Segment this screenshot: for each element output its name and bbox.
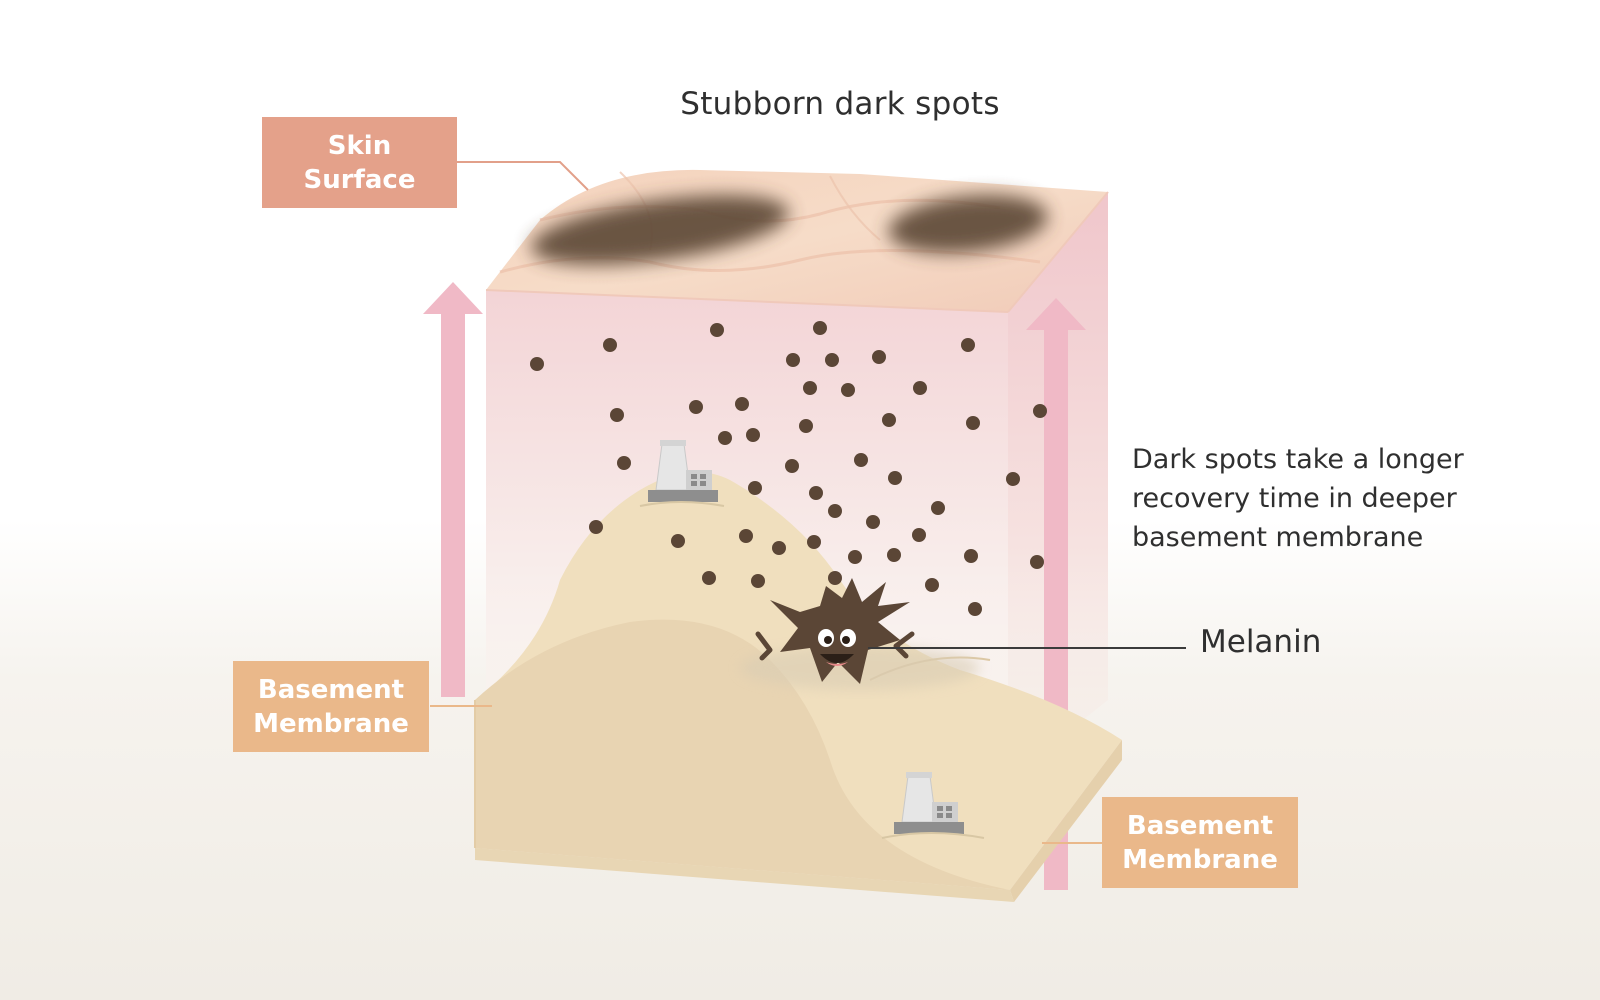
melanin-particle <box>964 549 978 563</box>
melanin-particle <box>966 416 980 430</box>
recovery-callout: Dark spots take a longer recovery time i… <box>1132 440 1532 557</box>
melanin-particle <box>786 353 800 367</box>
melanin-particle <box>748 481 762 495</box>
basement-membrane-label-left: Basement Membrane <box>233 661 429 752</box>
melanin-particle <box>799 419 813 433</box>
melanin-particle <box>854 453 868 467</box>
melanin-particle <box>1006 472 1020 486</box>
melanin-particles <box>530 321 1047 616</box>
label-line: Basement <box>257 674 405 705</box>
melanin-character-icon <box>755 578 915 684</box>
skin-surface-top <box>485 169 1109 313</box>
melanin-particle <box>925 578 939 592</box>
callout-line: Dark spots take a longer <box>1132 444 1464 475</box>
melanin-particle <box>866 515 880 529</box>
label-line: Membrane <box>253 708 409 739</box>
melanin-particle <box>807 535 821 549</box>
melanin-particle <box>739 529 753 543</box>
callout-line: basement membrane <box>1132 522 1424 553</box>
melanocyte-factory-icon <box>639 440 725 507</box>
melanin-particle <box>882 413 896 427</box>
melanin-particle <box>809 486 823 500</box>
melanin-particle <box>828 571 842 585</box>
label-line: Surface <box>303 164 416 195</box>
melanin-particle <box>671 534 685 548</box>
melanin-particle <box>828 504 842 518</box>
basement-membrane-label-right: Basement Membrane <box>1102 797 1298 888</box>
melanin-particle <box>751 574 765 588</box>
melanin-particle <box>718 431 732 445</box>
melanin-particle <box>888 471 902 485</box>
melanin-particle <box>617 456 631 470</box>
melanocyte-factory-icon <box>881 772 985 839</box>
melanin-particle <box>968 602 982 616</box>
melanin-particle <box>610 408 624 422</box>
dark-spot <box>531 195 789 265</box>
label-line: Membrane <box>1122 844 1278 875</box>
arrow-up-icon <box>423 282 483 697</box>
callout-line: recovery time in deeper <box>1132 483 1457 514</box>
melanin-particle <box>1030 555 1044 569</box>
melanin-particle <box>1033 404 1047 418</box>
diagram-title: Stubborn dark spots <box>680 86 1000 122</box>
melanin-particle <box>912 528 926 542</box>
melanin-particle <box>803 381 817 395</box>
melanin-particle <box>813 321 827 335</box>
melanin-particle <box>848 550 862 564</box>
melanin-particle <box>913 381 927 395</box>
melanin-particle <box>772 541 786 555</box>
label-line: Skin <box>327 130 392 161</box>
skin-surface-label: Skin Surface <box>262 117 457 208</box>
leader-lines <box>430 161 1186 844</box>
dark-spot <box>888 194 1048 254</box>
melanin-particle <box>825 353 839 367</box>
label-line: Basement <box>1126 810 1274 841</box>
melanin-particle <box>931 501 945 515</box>
melanin-particle <box>961 338 975 352</box>
melanin-particle <box>603 338 617 352</box>
melanin-particle <box>746 428 760 442</box>
melanin-particle <box>530 357 544 371</box>
melanin-particle <box>702 571 716 585</box>
melanin-particle <box>589 520 603 534</box>
melanin-label: Melanin <box>1200 624 1322 660</box>
melanin-particle <box>872 350 886 364</box>
melanin-particle <box>735 397 749 411</box>
melanin-particle <box>887 548 901 562</box>
melanin-particle <box>841 383 855 397</box>
melanin-particle <box>785 459 799 473</box>
melanin-particle <box>689 400 703 414</box>
melanin-particle <box>710 323 724 337</box>
